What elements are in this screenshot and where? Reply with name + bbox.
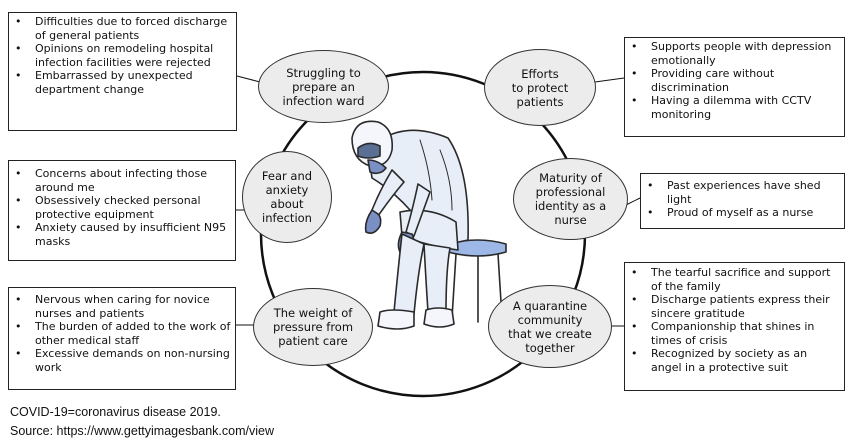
theme-ellipse-t2: Efforts to protect patients	[484, 49, 596, 126]
theme-item: Concerns about infecting those around me	[13, 167, 231, 194]
theme-items-list: Difficulties due to forced discharge of …	[13, 15, 232, 96]
theme-box-t4: Past experiences have shed light Proud o…	[640, 173, 845, 229]
theme-box-t3: Concerns about infecting those around me…	[8, 160, 236, 261]
shoe-cover	[423, 307, 455, 328]
theme-ellipse-t4: Maturity of professional identity as a n…	[513, 158, 628, 240]
footnote: COVID-19=coronavirus disease 2019.	[10, 405, 221, 419]
theme-label: Struggling to prepare an infection ward	[282, 65, 365, 108]
theme-label: The weight of pressure from patient care	[272, 306, 354, 348]
theme-items-list: Past experiences have shed light Proud o…	[645, 179, 840, 220]
theme-item: Difficulties due to forced discharge of …	[13, 15, 232, 42]
theme-label: Maturity of professional identity as a n…	[534, 171, 607, 227]
theme-box-t5: Nervous when caring for novice nurses an…	[8, 287, 236, 390]
theme-items-list: The tearful sacrifice and support of the…	[629, 266, 840, 374]
theme-label: Efforts to protect patients	[511, 66, 569, 109]
theme-items-list: Nervous when caring for novice nurses an…	[13, 293, 231, 374]
theme-item: Anxiety caused by insufficient N95 masks	[13, 221, 231, 248]
theme-items-list: Supports people with depression emotiona…	[629, 40, 840, 121]
source-note: Source: https://www.gettyimagesbank.com/…	[10, 424, 275, 438]
theme-items-list: Concerns about infecting those around me…	[13, 167, 231, 248]
theme-item: Recognized by society as an angel in a p…	[629, 347, 840, 374]
connector-line	[625, 197, 641, 206]
theme-ellipse-t3: Fear and anxiety about infection	[242, 151, 332, 243]
nurse-illustration	[351, 120, 507, 330]
face-mask	[367, 159, 387, 175]
theme-item: Excessive demands on non-nursing work	[13, 347, 231, 374]
theme-item: Supports people with depression emotiona…	[629, 40, 840, 67]
connector-line	[236, 75, 261, 83]
theme-box-t2: Supports people with depression emotiona…	[624, 37, 845, 137]
theme-ellipse-t5: The weight of pressure from patient care	[253, 288, 373, 366]
theme-item: Opinions on remodeling hospital infectio…	[13, 42, 232, 69]
theme-item: Past experiences have shed light	[645, 179, 840, 206]
theme-item: The tearful sacrifice and support of the…	[629, 266, 840, 293]
theme-item: Having a dilemma with CCTV monitoring	[629, 94, 840, 121]
theme-item: Proud of myself as a nurse	[645, 206, 840, 220]
theme-box-t6: The tearful sacrifice and support of the…	[624, 262, 845, 391]
theme-label: A quarantine community that we create to…	[508, 298, 592, 355]
theme-label: Fear and anxiety about infection	[261, 169, 313, 225]
theme-item: Discharge patients express their sincere…	[629, 293, 840, 320]
theme-item: Obsessively checked personal protective …	[13, 194, 231, 221]
theme-item: Embarrassed by unexpected department cha…	[13, 69, 232, 96]
theme-item: Nervous when caring for novice nurses an…	[13, 293, 231, 320]
theme-item: The burden of added to the work of other…	[13, 320, 231, 347]
connector-line	[594, 77, 625, 83]
theme-item: Providing care without discrimination	[629, 67, 840, 94]
theme-box-t1: Difficulties due to forced discharge of …	[8, 12, 237, 131]
shoe-cover	[377, 309, 415, 330]
theme-ellipse-t6: A quarantine community that we create to…	[488, 285, 612, 368]
goggles	[357, 142, 381, 159]
glove-left	[364, 209, 382, 234]
theme-ellipse-t1: Struggling to prepare an infection ward	[258, 50, 389, 123]
theme-item: Companionship that shines in times of cr…	[629, 320, 840, 347]
